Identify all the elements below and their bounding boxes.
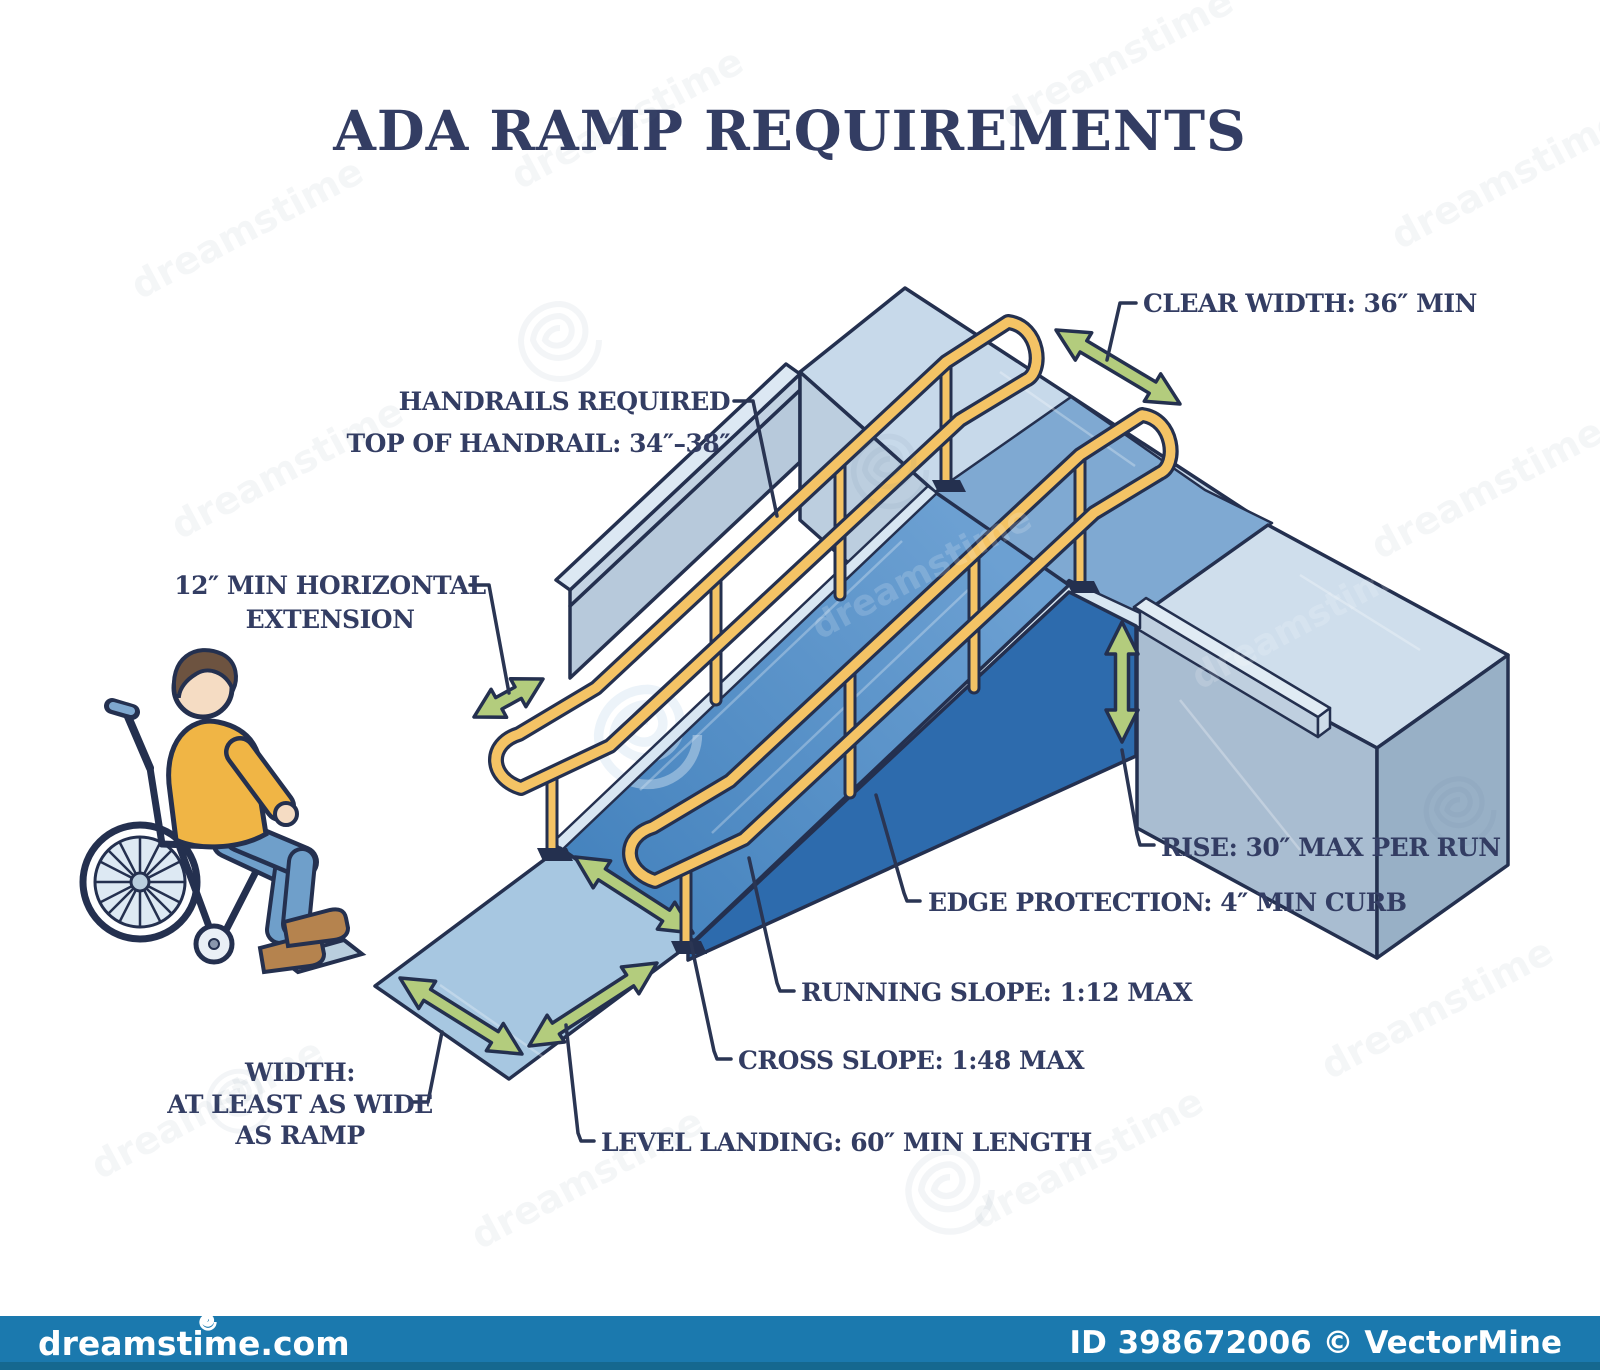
landing-width-arrow: [398, 976, 524, 1056]
block-curb-bar: [1132, 596, 1332, 739]
post-base: [1066, 581, 1100, 593]
cross-slope-arrow: [573, 855, 695, 935]
footer-background: [0, 1316, 1600, 1370]
parapet-wall: [554, 362, 802, 680]
platform-block: [1132, 523, 1510, 960]
hand: [273, 801, 299, 827]
label-level-landing: LEVEL LANDING: 60″ MIN LENGTH: [601, 1128, 1092, 1157]
post-base: [932, 480, 966, 492]
footer-credit: ID 398672006 © VectorMine: [1070, 1325, 1562, 1361]
rise-arrow: [1104, 620, 1140, 744]
watermark-text: dreamstime: [1384, 99, 1600, 258]
label-handrails-line1: HANDRAILS REQUIRED: [399, 387, 730, 416]
label-edge-protection: EDGE PROTECTION: 4″ MIN CURB: [928, 888, 1407, 917]
label-clear-width: CLEAR WIDTH: 36″ MIN: [1143, 289, 1477, 318]
footer-bottom-edge: [0, 1362, 1600, 1370]
extension-arrow: [472, 676, 545, 720]
label-handrails-line2: TOP OF HANDRAIL: 34″–38″: [347, 429, 731, 458]
watermark-text: dreamstime: [1364, 409, 1600, 568]
footer-logo: dreamstime.com: [38, 1324, 350, 1363]
label-running-slope: RUNNING SLOPE: 1:12 MAX: [801, 978, 1193, 1007]
hair: [171, 648, 238, 698]
post-base: [671, 941, 707, 954]
legs: [211, 819, 319, 945]
clear-width-arrow: [1054, 328, 1182, 406]
watermark-text: dreamstime: [164, 389, 411, 548]
rear-wheel: [79, 821, 201, 943]
label-extension-line1: 12″ MIN HORIZONTAL: [174, 571, 486, 600]
landing-length-arrow: [527, 961, 659, 1048]
block-side: [1375, 653, 1510, 960]
ramp-side-face: [686, 590, 1138, 962]
shoe: [281, 907, 351, 949]
label-rise: RISE: 30″ MAX PER RUN: [1161, 833, 1501, 862]
post-base: [537, 848, 573, 861]
watermark-text: dreamstime: [464, 1099, 711, 1258]
page-title: ADA RAMP REQUIREMENTS: [332, 98, 1247, 163]
watermark-text: dreamstime: [124, 149, 371, 308]
handrail-left: [488, 314, 1045, 861]
label-cross-slope: CROSS SLOPE: 1:48 MAX: [738, 1046, 1085, 1075]
label-extension-line2: EXTENSION: [246, 605, 415, 634]
watermark-text: dreamstime: [964, 1079, 1211, 1238]
handrail-right: [622, 407, 1179, 954]
leader-lines: [410, 301, 1156, 1143]
label-width-line1: WIDTH:: [244, 1058, 355, 1087]
watermark-text: dreamstime: [1314, 929, 1561, 1088]
wheelchair-user: [79, 648, 367, 975]
footer-bar: dreamstime.com ID 398672006 © VectorMine: [0, 1313, 1600, 1370]
